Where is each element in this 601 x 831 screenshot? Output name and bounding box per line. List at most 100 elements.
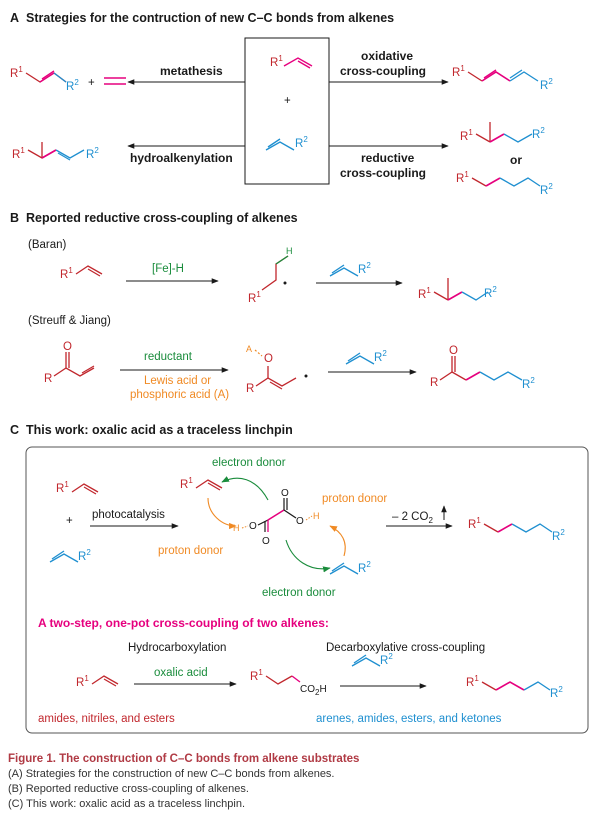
svg-text:O: O — [249, 521, 257, 532]
c-r1-alkene: R1 — [56, 480, 99, 495]
svg-text:R2: R2 — [78, 548, 91, 563]
svg-text:R2: R2 — [295, 135, 308, 150]
svg-text:O: O — [262, 536, 270, 547]
svg-text:O: O — [296, 516, 304, 527]
streuff-acceptor: R2 — [345, 349, 387, 365]
baran-acceptor: R2 — [329, 261, 371, 277]
hydrocarboxylation-label: Hydrocarboxylation — [128, 642, 226, 654]
baran-alkene: R1 — [60, 265, 103, 281]
oxalic-acid-structure: H O O O O H — [233, 488, 320, 547]
electron-transfer-arrow-bottom — [285, 539, 331, 573]
c-plus: + — [66, 515, 73, 527]
panel-c-letter: C — [10, 423, 19, 437]
figure-caption: Figure 1. The construction of C–C bonds … — [8, 752, 593, 812]
final-product: R1 R2 — [466, 674, 563, 700]
svg-text:R2: R2 — [484, 285, 497, 300]
svg-text:R2: R2 — [550, 685, 563, 700]
streuff-product: R O R2 — [430, 345, 535, 391]
oxalic-acid-label: oxalic acid — [154, 667, 208, 679]
svg-text:R2: R2 — [522, 376, 535, 391]
svg-text:R2: R2 — [86, 146, 99, 161]
reactant-box — [244, 37, 330, 185]
minus-co2-label: – 2 CO2 — [392, 511, 433, 525]
reductant-label: reductant — [144, 351, 193, 363]
c-center-r1-alkene: R1 — [180, 476, 223, 491]
svg-text:R1: R1 — [76, 674, 89, 689]
caption-b: (B) Reported reductive cross-coupling of… — [8, 783, 249, 795]
panel-b-letter: B — [10, 211, 19, 225]
fe-h-label: [Fe]-H — [152, 263, 184, 275]
box-plus: + — [284, 95, 291, 107]
caption-c: (C) This work: oxalic acid as a traceles… — [8, 798, 245, 810]
caption-a: (A) Strategies for the construction of n… — [8, 768, 335, 780]
svg-text:+: + — [88, 77, 95, 89]
svg-text:H: H — [233, 523, 240, 533]
svg-text:R1: R1 — [248, 290, 261, 305]
svg-text:R2: R2 — [358, 560, 371, 575]
svg-text:CO2H: CO2H — [300, 684, 327, 697]
svg-text:R1: R1 — [56, 480, 69, 495]
svg-text:R1: R1 — [456, 170, 469, 185]
c-product-1: R1 R2 — [468, 516, 565, 543]
svg-text:R: R — [246, 383, 254, 395]
hydroalkenylation-product: R1 R2 — [12, 142, 99, 161]
svg-text:R: R — [430, 377, 438, 389]
lewis-label-2: phosphoric acid (A) — [130, 389, 229, 401]
baran-product: R1 R2 — [418, 278, 497, 301]
proton-donor-left: proton donor — [158, 545, 223, 557]
svg-text:R1: R1 — [250, 668, 263, 683]
photocatalysis-label: photocatalysis — [92, 509, 165, 521]
reductive-label-1: reductive — [361, 151, 415, 165]
svg-text:R1: R1 — [466, 674, 479, 689]
svg-text:O: O — [264, 353, 273, 365]
svg-text:R: R — [44, 373, 52, 385]
panel-a-letter: A — [10, 11, 19, 25]
proton-donor-right: proton donor — [322, 493, 387, 505]
svg-text:R2: R2 — [532, 126, 545, 141]
decarboxylative-label: Decarboxylative cross-coupling — [326, 642, 485, 654]
step-r1-alkene: R1 — [76, 674, 119, 689]
ketyl-radical: A O R — [246, 344, 308, 395]
svg-text:R2: R2 — [380, 652, 393, 667]
svg-text:H: H — [286, 246, 293, 256]
step-r2-alkene: R2 — [351, 652, 393, 667]
svg-text:R1: R1 — [452, 64, 465, 79]
electron-donor-bottom: electron donor — [262, 587, 336, 599]
panel-b-title: Reported reductive cross-coupling of alk… — [26, 211, 298, 225]
r1-alkene-box: R1 — [270, 54, 313, 69]
svg-text:R1: R1 — [12, 146, 25, 161]
svg-text:R2: R2 — [540, 182, 553, 197]
metathesis-label: metathesis — [160, 64, 223, 78]
r2-alkene-box: R2 — [265, 135, 308, 151]
svg-text:R1: R1 — [270, 54, 283, 69]
panel-c-box — [25, 446, 589, 734]
svg-text:R2: R2 — [540, 77, 553, 92]
svg-text:R2: R2 — [552, 528, 565, 543]
proton-transfer-arrow-left — [207, 497, 237, 530]
electron-transfer-arrow-top — [221, 476, 269, 501]
baran-label: (Baran) — [28, 239, 67, 251]
enone: R O — [44, 341, 95, 385]
svg-text:R1: R1 — [10, 65, 23, 80]
panel-c-title: This work: oxalic acid as a traceless li… — [26, 423, 293, 437]
oxidative-label-1: oxidative — [361, 49, 413, 63]
svg-text:O: O — [449, 345, 458, 357]
panel-c: C This work: oxalic acid as a traceless … — [10, 423, 589, 734]
oxidative-label-2: cross-coupling — [340, 64, 426, 78]
svg-text:O: O — [281, 488, 289, 499]
scope-right: arenes, amides, esters, and ketones — [316, 713, 502, 725]
scope-left: amides, nitriles, and esters — [38, 713, 175, 725]
svg-text:H: H — [313, 511, 320, 521]
c-r2-alkene: R2 — [49, 548, 91, 563]
oxidative-product: R1 R2 — [452, 64, 553, 92]
svg-text:R2: R2 — [358, 261, 371, 276]
svg-text:R1: R1 — [60, 266, 73, 281]
caption-title: Figure 1. The construction of C–C bonds … — [8, 753, 360, 765]
svg-text:R2: R2 — [66, 78, 79, 93]
proton-transfer-arrow-right — [329, 525, 346, 557]
streuff-label: (Streuff & Jiang) — [28, 315, 111, 327]
baran-radical: H R1 — [248, 246, 293, 305]
svg-text:A: A — [246, 344, 252, 354]
metathesis-product: R1 R2 + — [10, 65, 126, 93]
